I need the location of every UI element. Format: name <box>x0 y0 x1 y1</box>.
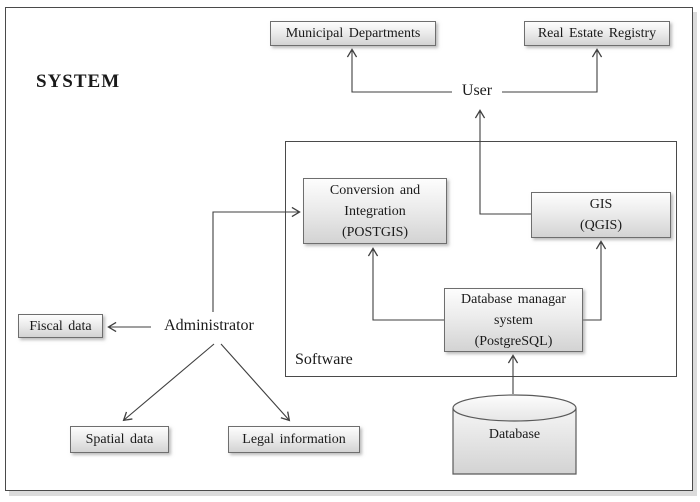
diagram-border <box>5 7 693 491</box>
node-spatial-data: Spatial data <box>70 426 169 453</box>
node-database-manager: Database managar system (PostgreSQL) <box>444 288 583 352</box>
arrow-administrator-to-spatial-data <box>122 343 215 422</box>
node-municipal-departments-label: Municipal Departments <box>285 26 421 41</box>
node-conversion-line-1: Conversion and <box>329 182 421 198</box>
node-fiscal-data: Fiscal data <box>18 314 103 338</box>
arrow-administrator-to-conversion <box>212 206 301 312</box>
node-gis-line-2: (QGIS) <box>580 218 622 233</box>
node-database-manager-line-1: Database managar <box>461 291 566 307</box>
node-gis-line-1: GIS <box>589 197 613 212</box>
arrow-user-to-municipal-departments <box>346 48 452 93</box>
node-database-label: Database <box>488 427 541 442</box>
node-municipal-departments: Municipal Departments <box>270 21 436 46</box>
node-user: User <box>461 82 493 99</box>
node-conversion-line-2: Integration <box>344 203 406 219</box>
node-administrator: Administrator <box>164 317 254 334</box>
node-database-manager-line-2: system <box>494 312 533 328</box>
arrow-database-manager-to-gis <box>583 240 607 321</box>
node-spatial-data-label: Spatial data <box>85 432 154 447</box>
arrow-database-manager-to-conversion <box>367 247 444 321</box>
node-real-estate-registry: Real Estate Registry <box>524 21 670 46</box>
software-label: Software <box>295 351 353 368</box>
arrow-administrator-to-legal-information <box>220 343 291 422</box>
node-conversion-integration: Conversion and Integration (POSTGIS) <box>303 178 447 244</box>
database-cylinder-shape <box>452 394 577 475</box>
node-database-manager-line-3: (PostgreSQL) <box>474 333 553 349</box>
arrow-user-to-real-estate-registry <box>502 48 603 93</box>
node-real-estate-registry-label: Real Estate Registry <box>537 26 657 41</box>
node-legal-information-label: Legal information <box>242 432 346 447</box>
arrow-gis-to-user <box>474 109 531 215</box>
system-title: SYSTEM <box>36 71 121 92</box>
node-conversion-line-3: (POSTGIS) <box>341 224 409 240</box>
node-legal-information: Legal information <box>228 426 360 453</box>
node-fiscal-data-label: Fiscal data <box>29 318 92 334</box>
node-gis: GIS (QGIS) <box>531 192 671 238</box>
software-container: Software <box>285 141 677 377</box>
